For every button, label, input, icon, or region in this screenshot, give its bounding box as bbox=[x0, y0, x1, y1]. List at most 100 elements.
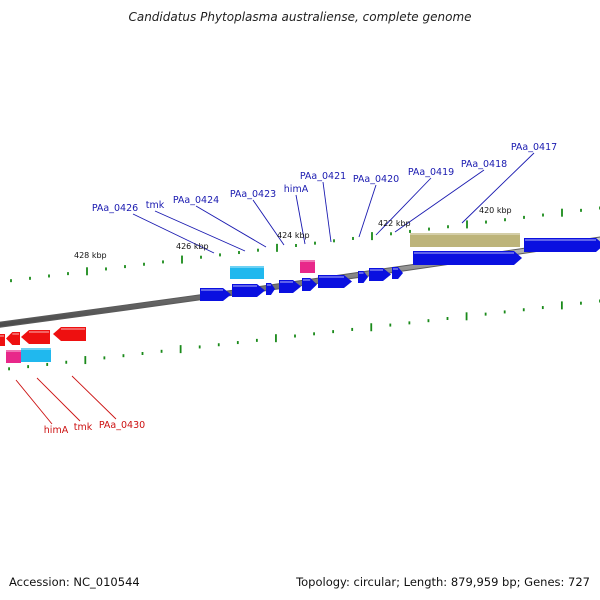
trna-feature bbox=[6, 350, 21, 363]
outer-tick bbox=[143, 262, 145, 266]
inner-tick bbox=[8, 367, 10, 371]
outer-tick bbox=[466, 220, 468, 229]
inner-tick bbox=[27, 365, 30, 369]
outer-tick bbox=[580, 208, 582, 212]
inner-tick bbox=[294, 334, 296, 338]
outer-tick bbox=[10, 279, 12, 283]
outer-tick bbox=[542, 213, 544, 217]
inner-tick bbox=[370, 323, 373, 332]
reverse-cds bbox=[0, 334, 5, 346]
forward-cds-highlight bbox=[233, 285, 257, 287]
rrna-feature bbox=[21, 348, 51, 362]
forward-gene-label: PAa_0426 bbox=[92, 203, 138, 214]
reverse-cds-highlight bbox=[12, 333, 19, 335]
outer-tick bbox=[409, 229, 411, 233]
forward-cds bbox=[279, 280, 301, 293]
reverse-cds-highlight bbox=[29, 331, 49, 333]
features bbox=[0, 233, 600, 363]
outer-tick bbox=[162, 260, 164, 264]
forward-cds-highlight bbox=[201, 289, 223, 291]
outer-tick bbox=[86, 267, 88, 276]
forward-cds-highlight bbox=[393, 268, 399, 270]
forward-label-connector bbox=[295, 194, 306, 245]
inner-tick bbox=[236, 341, 239, 345]
forward-gene-label: PAa_0424 bbox=[173, 195, 219, 206]
inner-tick bbox=[465, 312, 468, 321]
inner-tick bbox=[446, 317, 449, 320]
scale-label: 428 kbp bbox=[74, 251, 107, 260]
trna-feature bbox=[300, 260, 315, 273]
forward-cds-highlight bbox=[359, 272, 364, 274]
scale-label: 422 kbp bbox=[378, 219, 411, 228]
genome-summary-text: Topology: circular; Length: 879,959 bp; … bbox=[296, 575, 590, 589]
inner-tick bbox=[427, 319, 430, 323]
forward-cds bbox=[369, 268, 391, 281]
label-connectors bbox=[15, 152, 535, 425]
inner-tick bbox=[141, 352, 144, 355]
outer-tick bbox=[428, 227, 430, 231]
outer-tick bbox=[219, 253, 221, 257]
forward-cds-highlight bbox=[525, 239, 596, 241]
outer-tick bbox=[238, 251, 240, 255]
outer-tick bbox=[371, 232, 373, 241]
outer-tick bbox=[276, 243, 278, 252]
outer-tick bbox=[67, 272, 69, 276]
inner-tick bbox=[179, 345, 182, 354]
forward-cds-highlight bbox=[370, 269, 383, 271]
reverse-gene-label: PAa_0430 bbox=[99, 420, 145, 431]
rrna-feature-highlight bbox=[21, 348, 51, 350]
rrna-feature bbox=[230, 266, 264, 279]
forward-label-connector bbox=[358, 184, 377, 238]
inner-tick bbox=[103, 356, 106, 360]
forward-gene-label: PAa_0417 bbox=[511, 142, 557, 153]
reverse-gene-label: tmk bbox=[74, 422, 93, 433]
outer-tick bbox=[124, 265, 126, 269]
inner-tick bbox=[351, 327, 354, 331]
accession-text: Accession: NC_010544 bbox=[9, 575, 140, 589]
forward-label-connector bbox=[394, 169, 485, 233]
forward-cds bbox=[200, 288, 231, 301]
outer-tick bbox=[485, 220, 487, 224]
inner-tick bbox=[122, 354, 125, 358]
trna-feature-highlight bbox=[6, 350, 21, 352]
inner-tick bbox=[522, 308, 525, 312]
reverse-label-connector bbox=[71, 375, 117, 420]
inner-tick bbox=[275, 334, 277, 343]
scale-labels: 428 kbp 426 kbp 424 kbp 422 kbp 420 kbp bbox=[74, 206, 512, 260]
forward-cds bbox=[413, 251, 522, 265]
forward-cds bbox=[302, 278, 317, 291]
inner-tick bbox=[313, 332, 315, 336]
forward-cds-highlight bbox=[280, 281, 293, 283]
inner-tick bbox=[332, 330, 335, 334]
forward-gene-label: PAa_0418 bbox=[461, 159, 507, 170]
inner-tick bbox=[217, 343, 220, 347]
outer-tick bbox=[48, 274, 50, 278]
outer-tick bbox=[523, 215, 525, 219]
forward-cds-highlight bbox=[414, 252, 514, 254]
scale-label: 426 kbp bbox=[176, 242, 209, 251]
forward-gene-label: tmk bbox=[146, 200, 165, 211]
outer-tick bbox=[504, 218, 506, 222]
forward-cds-highlight bbox=[319, 276, 344, 278]
inner-tick bbox=[484, 312, 487, 316]
forward-cds-highlight bbox=[267, 284, 271, 286]
outer-tick bbox=[390, 232, 392, 236]
map-title: Candidatus Phytoplasma australiense, com… bbox=[128, 10, 472, 24]
inner-tick bbox=[84, 356, 87, 365]
forward-label-connector bbox=[461, 152, 535, 224]
forward-label-connector bbox=[195, 205, 267, 248]
inner-tick bbox=[560, 301, 563, 310]
forward-cds bbox=[232, 284, 265, 297]
scale-label: 420 kbp bbox=[479, 206, 512, 215]
reverse-cds bbox=[6, 332, 20, 345]
outer-tick bbox=[314, 241, 316, 245]
forward-label-connector bbox=[132, 213, 215, 254]
inner-tick bbox=[46, 362, 49, 366]
outer-tick bbox=[29, 276, 31, 280]
scale-label: 424 kbp bbox=[277, 231, 310, 240]
forward-label-connector bbox=[154, 210, 246, 252]
inner-tick bbox=[408, 321, 411, 325]
inner-tick bbox=[198, 345, 201, 349]
outer-tick bbox=[181, 255, 183, 264]
